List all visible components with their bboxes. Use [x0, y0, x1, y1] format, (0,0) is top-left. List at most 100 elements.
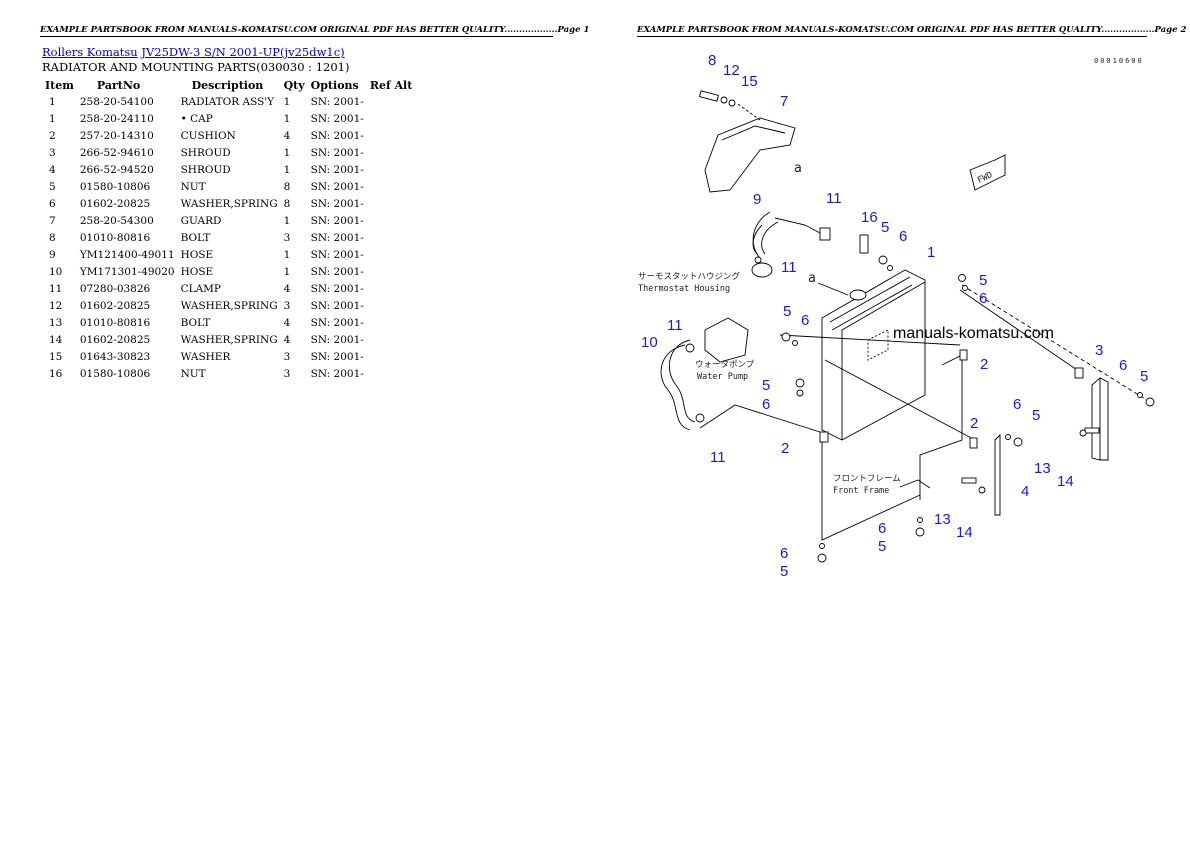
cell-ref-alt	[367, 178, 416, 195]
guard-edge	[721, 125, 786, 141]
cell-item: 5	[49, 180, 56, 193]
cell-qty: 1	[283, 163, 291, 176]
cell-qty: 1	[283, 146, 291, 159]
cell-options: SN: 2001-	[310, 214, 364, 227]
cell-options: SN: 2001-	[310, 197, 364, 210]
cell-qty: 3	[283, 299, 291, 312]
callout-number: 8	[708, 52, 716, 69]
cell-item: 1	[49, 112, 56, 125]
callout-number: 5	[783, 303, 791, 320]
cell-ref-alt	[367, 280, 416, 297]
cell-options: SN: 2001-	[310, 248, 364, 261]
cell-description: HOSE	[180, 248, 214, 261]
washer-part	[720, 96, 728, 104]
cell-item: 13	[49, 316, 63, 329]
cell-ref-alt	[367, 297, 416, 314]
callout-number: 11	[826, 190, 842, 207]
leader-line	[699, 404, 821, 433]
bracket-part	[859, 234, 869, 254]
cell-ref-alt	[367, 195, 416, 212]
cell-options: SN: 2001-	[310, 367, 364, 380]
frame-label-en: Front Frame	[833, 486, 889, 496]
cell-description: BOLT	[180, 316, 211, 329]
cell-item: 7	[49, 214, 56, 227]
callout-number: 14	[1057, 473, 1074, 490]
cell-item: 14	[49, 333, 63, 346]
cell-description: NUT	[180, 180, 206, 193]
leader-line	[899, 479, 931, 489]
cell-item: 4	[49, 163, 56, 176]
leader-line	[817, 282, 849, 296]
col-qty: Qty	[283, 78, 305, 92]
shroud-3	[1091, 377, 1101, 461]
breadcrumb-link-rollers[interactable]: Rollers Komatsu	[42, 45, 138, 59]
cell-partno: 01580-10806	[79, 367, 151, 380]
callout-number: 5	[979, 272, 987, 289]
cell-partno: 01602-20825	[79, 299, 151, 312]
parts-table: Item PartNo Description Qty Options Ref …	[42, 77, 415, 382]
callout-number: 13	[934, 511, 951, 528]
cell-options: SN: 2001-	[310, 333, 364, 346]
cell-partno: 01643-30823	[79, 350, 151, 363]
leader-line	[821, 440, 921, 541]
cell-options: SN: 2001-	[310, 231, 364, 244]
breadcrumb: Rollers Komatsu JV25DW-3 S/N 2001-UP(jv2…	[42, 45, 345, 59]
callout-number: 5	[878, 538, 886, 555]
thermostat-label-en: Thermostat Housing	[638, 284, 730, 294]
cell-ref-alt	[367, 127, 416, 144]
watermark: manuals-komatsu.com	[893, 325, 1054, 342]
cell-options: SN: 2001-	[310, 163, 364, 176]
cell-ref-alt	[367, 246, 416, 263]
callout-number: 15	[741, 73, 758, 90]
cell-description: CLAMP	[180, 282, 221, 295]
callout-numbers: 8 12 15 7 9 11 16 5 6 1 11 5 6 11 5 6 10…	[641, 52, 1148, 580]
cell-item: 2	[49, 129, 56, 142]
callout-number: 5	[881, 219, 889, 236]
cell-ref-alt	[367, 331, 416, 348]
cell-partno: 266-52-94520	[79, 163, 154, 176]
table-row: 4 266-52-94520 SHROUD 1 SN: 2001-	[42, 161, 415, 178]
cell-description: SHROUD	[180, 163, 231, 176]
cell-description: WASHER	[180, 350, 231, 363]
page1-header: EXAMPLE PARTSBOOK FROM MANUALS-KOMATSU.C…	[40, 25, 590, 37]
callout-number: 11	[781, 259, 797, 276]
cell-qty: 4	[283, 333, 291, 346]
cell-item: 15	[49, 350, 63, 363]
callout-number: 12	[723, 62, 740, 79]
callout-number: 6	[762, 396, 770, 413]
shroud-3-edge	[1099, 377, 1109, 461]
cell-options: SN: 2001-	[310, 265, 364, 278]
cell-qty: 8	[283, 197, 291, 210]
table-header-row: Item PartNo Description Qty Options Ref …	[42, 77, 415, 93]
cell-item: 11	[49, 282, 63, 295]
callout-number: 4	[1021, 483, 1029, 500]
callout-number: 6	[1119, 357, 1127, 374]
cell-qty: 3	[283, 350, 291, 363]
breadcrumb-link-model[interactable]: JV25DW-3 S/N 2001-UP(jv25dw1c)	[141, 45, 345, 59]
cell-partno: 01580-10806	[79, 180, 151, 193]
cell-qty: 4	[283, 282, 291, 295]
cell-partno: 07280-03826	[79, 282, 151, 295]
callout-number: 13	[1034, 460, 1051, 477]
cell-qty: 4	[283, 316, 291, 329]
cell-item: 6	[49, 197, 56, 210]
radiator-body	[821, 269, 926, 441]
cell-partno: 257-20-14310	[79, 129, 154, 142]
leader-line	[737, 103, 761, 121]
callout-number: 11	[667, 317, 683, 334]
clamp-part	[819, 227, 831, 241]
callout-number: 6	[878, 520, 886, 537]
bolt-part	[698, 90, 720, 102]
cell-partno: 258-20-54100	[79, 95, 154, 108]
cell-qty: 1	[283, 95, 291, 108]
